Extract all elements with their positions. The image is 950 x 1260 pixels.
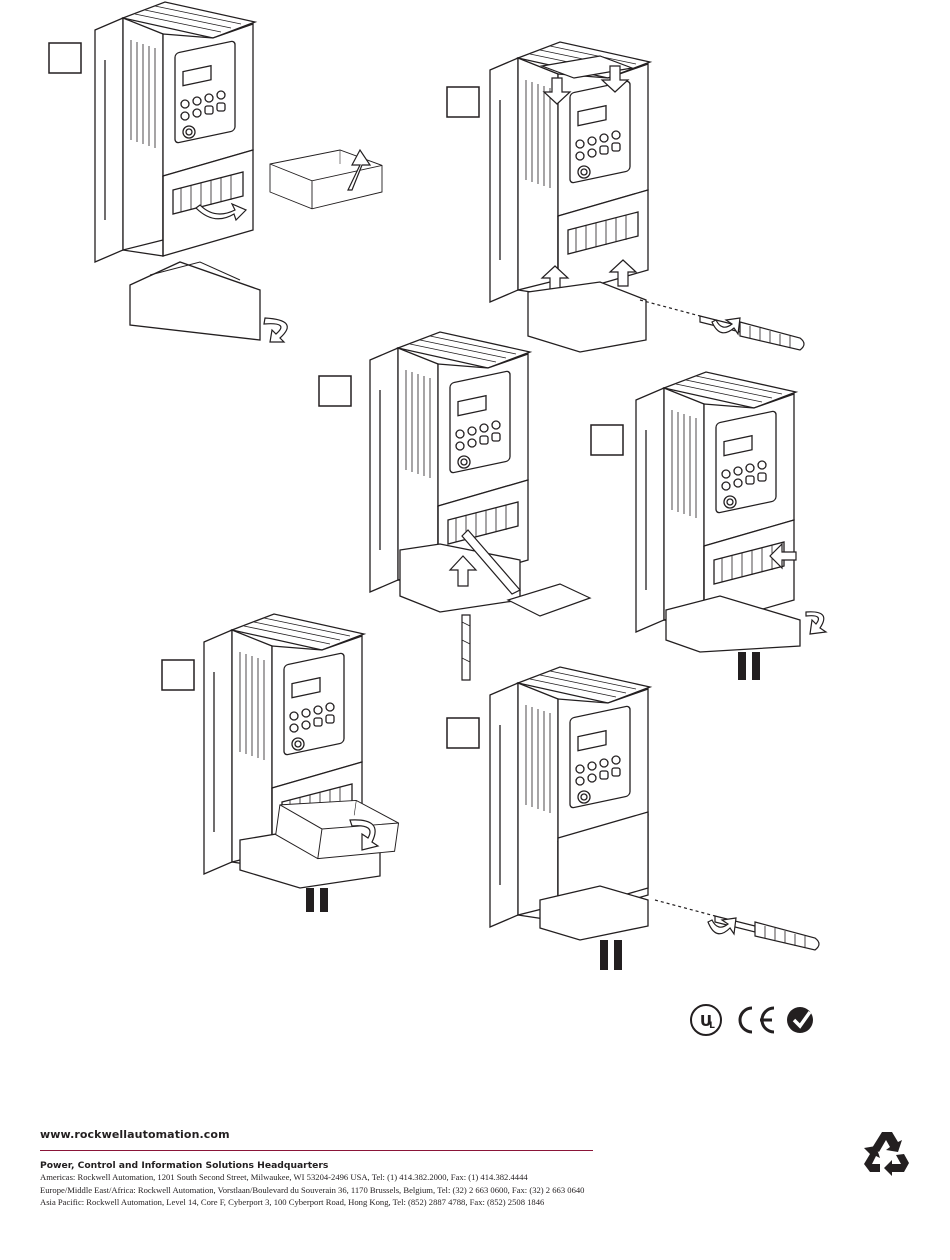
svg-text:U: U [700, 1012, 712, 1030]
company-url[interactable]: www.rockwellautomation.com [40, 1128, 230, 1141]
recycle-icon [864, 1132, 909, 1176]
address-emea: Europe/Middle East/Africa: Rockwell Auto… [40, 1184, 585, 1195]
installation-illustrations [48, 1, 828, 970]
step-2-box [446, 86, 480, 118]
address-asia-pacific: Asia Pacific: Rockwell Automation, Level… [40, 1197, 545, 1208]
step-6-box [446, 717, 480, 749]
step-1-drive-illustration [94, 1, 383, 343]
step-3-box [318, 375, 352, 407]
step-1-box [48, 42, 82, 74]
footer: www.rockwellautomation.com Power, Contro… [40, 1128, 600, 1209]
step-5-drive-illustration [203, 613, 402, 912]
step-3-drive-illustration [369, 331, 592, 681]
step-4-box [590, 424, 624, 456]
ce-mark-icon [738, 1006, 775, 1034]
ul-listed-mark-icon: U L [690, 1004, 722, 1036]
c-tick-mark-icon [787, 1007, 813, 1033]
step-5-box [161, 659, 195, 691]
step-4-drive-illustration [635, 371, 828, 680]
step-2-drive-illustration [489, 41, 805, 353]
footer-divider [40, 1150, 593, 1151]
svg-text:L: L [709, 1021, 715, 1031]
headquarters-heading: Power, Control and Information Solutions… [40, 1160, 329, 1171]
step-6-drive-illustration [489, 666, 820, 970]
certification-marks: U L [690, 1004, 813, 1036]
address-americas: Americas: Rockwell Automation, 1201 Sout… [40, 1172, 528, 1182]
